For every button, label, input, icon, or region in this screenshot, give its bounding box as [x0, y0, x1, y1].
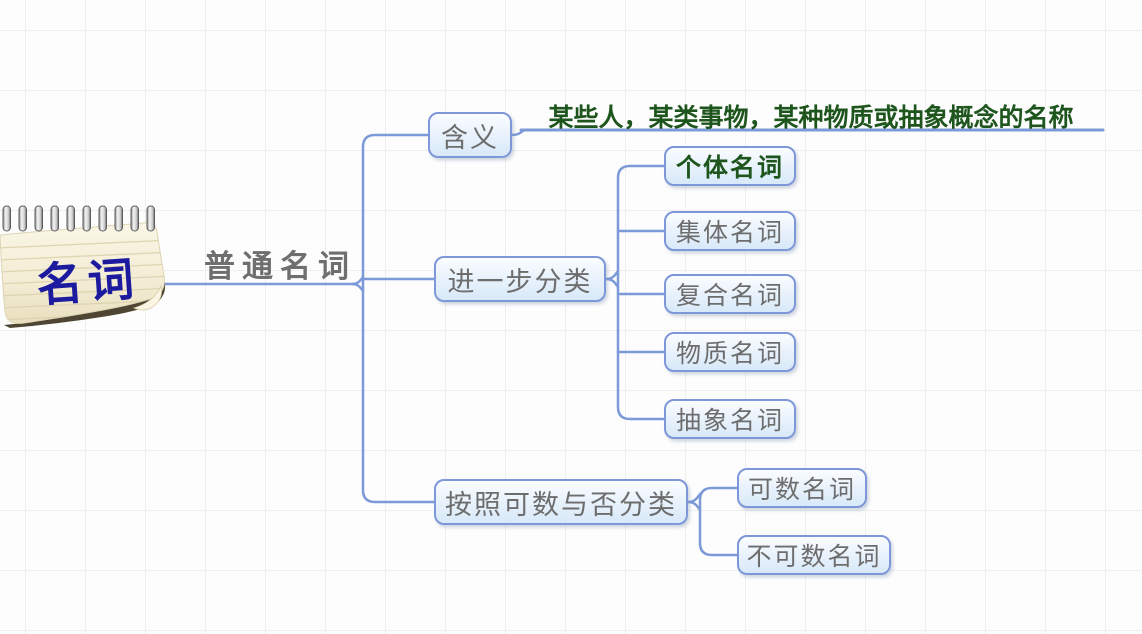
node-classification[interactable]: 进一步分类: [434, 256, 606, 302]
countability-connector: [686, 486, 739, 557]
node-individual-noun-label: 个体名词: [675, 153, 784, 182]
node-compound-noun[interactable]: 复合名词: [664, 274, 796, 314]
node-meaning-note[interactable]: 某些人，某类事物，某种物质或抽象概念的名称: [548, 103, 1074, 132]
node-countability[interactable]: 按照可数与否分类: [434, 479, 688, 525]
node-uncountable-noun-label: 不可数名词: [746, 542, 882, 571]
notepad-icon: [0, 205, 166, 328]
node-meaning-label: 含义: [441, 122, 499, 154]
classification-connector: [604, 164, 666, 421]
node-individual-noun[interactable]: 个体名词: [664, 146, 796, 186]
node-abstract-noun-label: 抽象名词: [675, 406, 784, 435]
root-node[interactable]: 名词: [0, 202, 180, 354]
node-countable-noun[interactable]: 可数名词: [737, 468, 867, 508]
node-material-noun-label: 物质名词: [675, 339, 784, 368]
node-collective-noun-label: 集体名词: [675, 218, 784, 247]
node-countable-noun-label: 可数名词: [747, 475, 856, 504]
node-countability-label: 按照可数与否分类: [445, 489, 677, 521]
node-compound-noun-label: 复合名词: [675, 281, 784, 310]
node-collective-noun[interactable]: 集体名词: [664, 211, 796, 251]
node-common-noun[interactable]: 普通名词: [204, 249, 356, 285]
node-meaning[interactable]: 含义: [428, 112, 512, 158]
root-node-label: 名词: [34, 251, 141, 313]
node-material-noun[interactable]: 物质名词: [664, 332, 796, 372]
root-connector: [148, 133, 436, 504]
spiral-rings: [2, 205, 155, 232]
node-abstract-noun[interactable]: 抽象名词: [664, 399, 796, 439]
node-uncountable-noun[interactable]: 不可数名词: [737, 535, 891, 575]
node-classification-label: 进一步分类: [447, 266, 593, 298]
meaning-connector: [510, 128, 1105, 137]
